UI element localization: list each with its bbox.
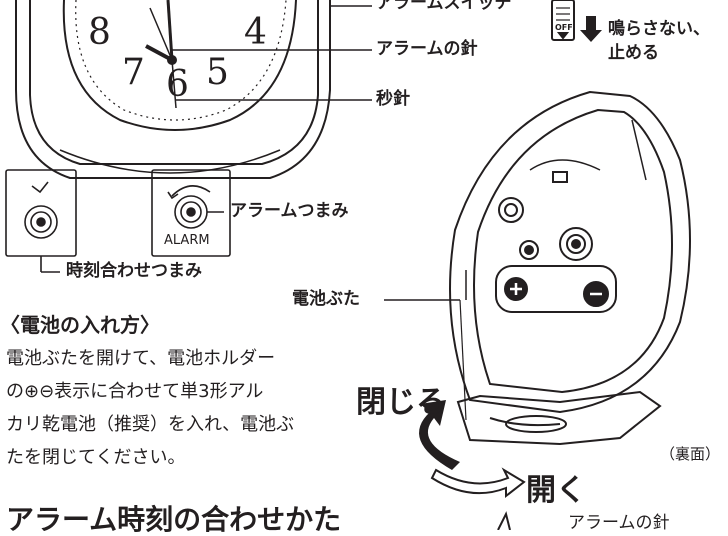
alarm-hand	[149, 7, 173, 61]
alarm-knob-label: アラームつまみ	[230, 201, 349, 221]
alarm-knob-panel	[151, 169, 231, 257]
back-speaker	[498, 197, 524, 223]
second-hand	[171, 59, 177, 109]
battery-cover-label: 電池ぶた	[292, 289, 360, 309]
close-arrow-icon	[419, 400, 460, 470]
battery-body-line: の⊕⊖表示に合わせて単3形アル	[6, 381, 264, 402]
alarm-switch-label: アラームスイッチ	[376, 0, 512, 13]
dial-numeral-7: 7	[122, 52, 145, 93]
front-clock-body	[15, 0, 331, 179]
battery-body-line: 電池ぶたを開けて、電池ホルダー	[6, 348, 276, 369]
dial-numeral-6: 6	[166, 64, 189, 105]
dial-numeral-5: 5	[206, 52, 229, 93]
minute-hand	[166, 0, 174, 61]
bottom-alarm-hand-label: アラームの針	[568, 513, 670, 533]
switch-action-line2: 止める	[608, 43, 659, 63]
open-label: 開く	[526, 473, 586, 508]
clock-face	[62, 0, 297, 131]
time-set-knob-panel	[5, 169, 77, 257]
battery-body-line: たを閉じてください。	[6, 447, 186, 468]
alarm-switch-indicator	[551, 0, 575, 41]
battery-section-heading: 〈電池の入れ方〉	[0, 313, 160, 337]
dial-numeral-8: 8	[88, 12, 111, 53]
battery-cover-door	[456, 390, 662, 446]
dial-numeral-4: 4	[244, 12, 267, 53]
second-hand-label: 秒針	[376, 89, 410, 109]
back-clock-body	[449, 90, 691, 414]
switch-off-text: OFF	[555, 23, 573, 32]
back-side-label: （裏面）	[660, 445, 721, 463]
switch-action-line1: 鳴らさない、	[608, 19, 710, 39]
battery-body-line: カリ乾電池（推奨）を入れ、電池ぶ	[6, 414, 295, 435]
down-arrow-icon	[580, 16, 602, 42]
close-label: 閉じる	[356, 385, 446, 420]
open-arrow-icon	[430, 467, 526, 499]
battery-section-body: 電池ぶたを開けて、電池ホルダー の⊕⊖表示に合わせて単3形アル カリ乾電池（推奨…	[6, 342, 302, 474]
time-set-knob-label: 時刻合わせつまみ	[66, 261, 202, 281]
alarm-hand-label: アラームの針	[376, 39, 478, 59]
alarm-knob-plate-text: ALARM	[164, 233, 210, 248]
alarm-section-heading: アラーム時刻の合わせかた	[6, 503, 342, 536]
